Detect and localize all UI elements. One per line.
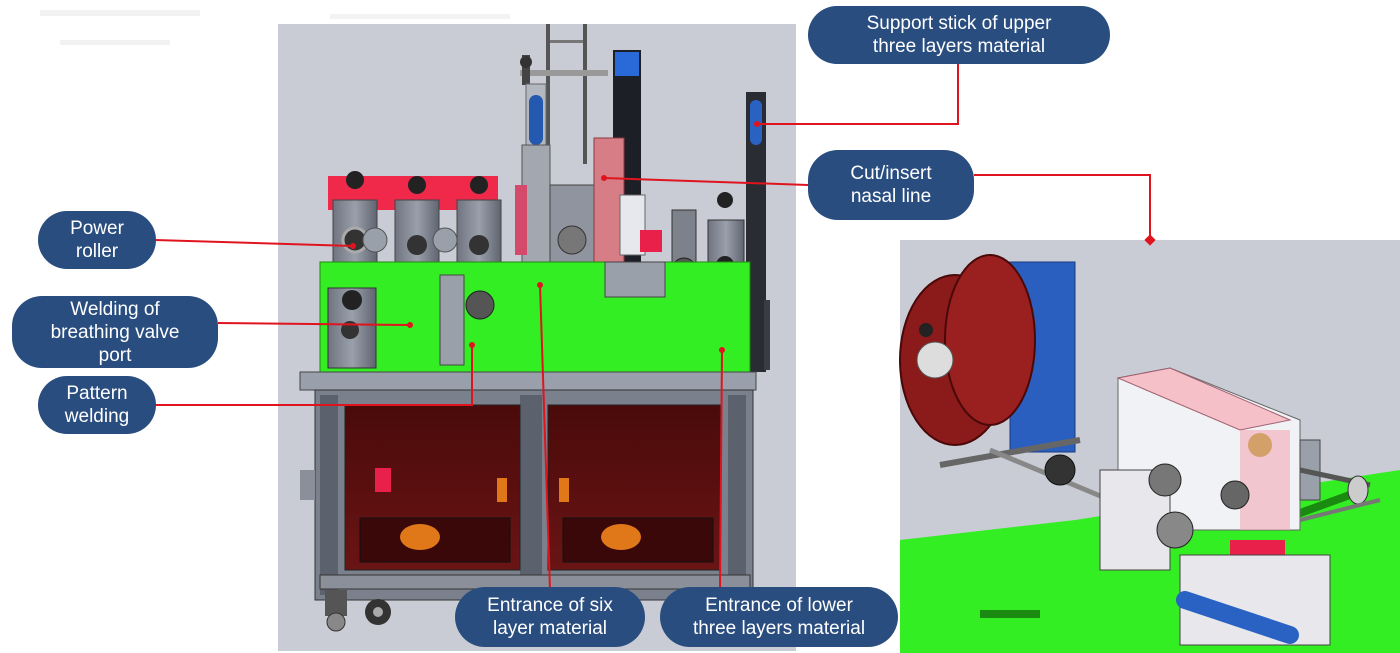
callout-pattern-welding-text: Pattern welding [64,383,130,427]
callout-support-stick: Support stick of upper three layers mate… [808,6,1110,64]
leader-entrance-lower-dot [719,347,725,353]
callout-power-roller: Power roller [38,211,156,269]
leader-pattern-welding [155,345,473,406]
faint-background-marks [40,10,510,45]
leader-welding-valve-dot [407,322,413,328]
leader-power-roller-dot [350,243,356,249]
cabinet [299,371,757,632]
leader-cut-insert [603,177,809,186]
leader-entrance-six [539,284,551,591]
leader-cut-insert-inset-dot [1144,234,1156,246]
callout-entrance-six: Entrance of six layer material [455,587,645,647]
leader-support-stick [757,63,959,125]
callout-entrance-six-text: Entrance of six layer material [487,595,613,639]
leader-lines [154,63,1156,591]
callout-cut-insert: Cut/insert nasal line [808,150,974,220]
leader-entrance-six-dot [537,282,543,288]
leader-support-stick-dot [754,121,760,127]
green-machine-bed [319,261,751,373]
leader-pattern-welding-dot [469,342,475,348]
detail-inset-panel [899,240,1400,653]
leader-power-roller [154,239,354,247]
callout-cut-insert-text: Cut/insert nasal line [850,163,932,207]
callout-entrance-lower-text: Entrance of lower three layers material [692,595,866,639]
leader-welding-valve [217,322,411,326]
leader-cut-insert-inset [974,174,1151,240]
callout-entrance-lower: Entrance of lower three layers material [660,587,898,647]
leader-cut-insert-dot [601,175,607,181]
leader-entrance-lower [719,349,723,591]
callout-power-roller-text: Power roller [70,218,124,262]
callout-welding-valve-text: Welding of breathing valve port [50,298,180,366]
callout-welding-valve: Welding of breathing valve port [12,296,218,368]
callout-support-stick-text: Support stick of upper three layers mate… [866,13,1052,57]
callout-pattern-welding: Pattern welding [38,376,156,434]
